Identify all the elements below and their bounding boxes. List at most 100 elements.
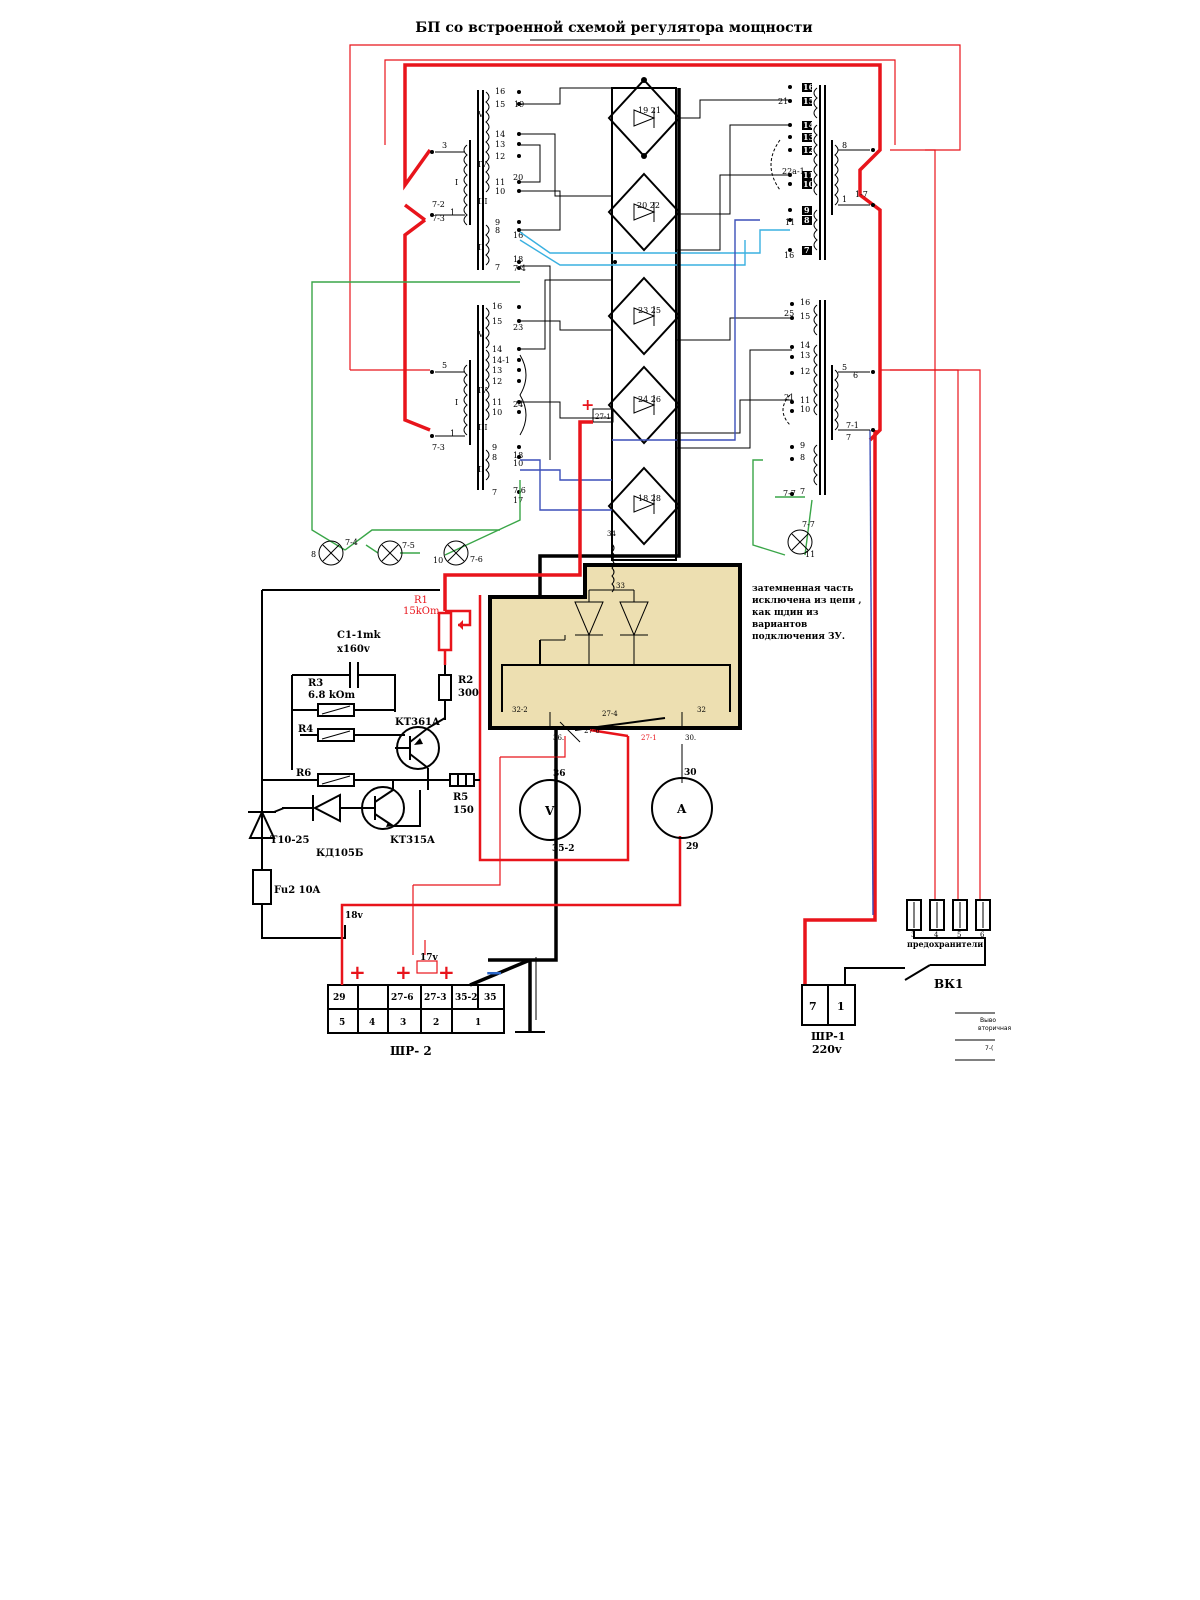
- svg-text:13: 13: [800, 351, 810, 360]
- svg-text:3: 3: [400, 1018, 406, 1028]
- mains-input: 3 4 5 6 предохранители ВК1 7 1 ШР-1 220v: [801, 899, 991, 1056]
- shr1-label: ШР-1: [811, 1030, 845, 1043]
- fuse-block: 3 4 5 6 предохранители: [906, 899, 991, 949]
- secondary-wiring: [519, 87, 792, 511]
- svg-text:9: 9: [800, 441, 805, 450]
- svg-text:KT315A: KT315A: [390, 835, 435, 846]
- svg-text:24 26: 24 26: [638, 395, 661, 404]
- svg-text:5: 5: [442, 361, 447, 370]
- bridge-2: 20 22: [607, 172, 681, 252]
- svg-text:8: 8: [492, 453, 497, 462]
- svg-text:13: 13: [495, 140, 505, 149]
- svg-text:7-5: 7-5: [402, 541, 415, 550]
- corner-legend-stub: Выво вторичная 7-(: [955, 1012, 1012, 1061]
- svg-text:17v: 17v: [420, 953, 439, 963]
- transformer-bottom-right: 16 15 14 13 12 11 10 9 8 7 25 21 7-7 5 6…: [782, 298, 875, 498]
- svg-text:7: 7: [809, 1000, 817, 1013]
- svg-text:23 25: 23 25: [638, 306, 661, 315]
- svg-text:12: 12: [800, 367, 810, 376]
- schematic-title: БП со встроенной схемой регулятора мощно…: [415, 19, 812, 36]
- svg-text:18 28: 18 28: [638, 494, 661, 503]
- r5-resistor: [449, 773, 475, 787]
- svg-text:1-7: 1-7: [855, 190, 868, 199]
- svg-text:II: II: [478, 243, 484, 252]
- svg-text:IV: IV: [478, 386, 487, 395]
- svg-text:18v: 18v: [345, 911, 364, 921]
- svg-text:13: 13: [492, 366, 502, 375]
- svg-text:14: 14: [803, 120, 815, 130]
- svg-text:16: 16: [800, 298, 810, 307]
- svg-text:16: 16: [803, 82, 815, 92]
- plus-mark: +: [395, 960, 412, 984]
- svg-text:27-1: 27-1: [595, 413, 611, 421]
- svg-text:12: 12: [492, 377, 502, 386]
- svg-text:35: 35: [484, 993, 497, 1003]
- svg-text:11: 11: [492, 398, 502, 407]
- excluded-note: затемненная часть исключена из цепи , ка…: [752, 584, 862, 642]
- svg-text:6.8 kOm: 6.8 kOm: [308, 690, 356, 701]
- svg-text:1: 1: [837, 1000, 845, 1013]
- svg-text:7-1: 7-1: [846, 421, 859, 430]
- svg-text:I: I: [455, 178, 458, 187]
- svg-text:R6: R6: [296, 768, 311, 779]
- r2-resistor: [438, 674, 452, 701]
- lamp-7-5: 7-5: [377, 540, 415, 566]
- svg-text:затемненная часть: затемненная часть: [752, 584, 853, 594]
- svg-text:27-6: 27-6: [391, 993, 414, 1003]
- svg-text:22a-1: 22a-1: [782, 167, 805, 176]
- bridge-4: 24 26: [607, 365, 681, 445]
- svg-text:29: 29: [333, 993, 346, 1003]
- svg-text:1: 1: [842, 195, 847, 204]
- power-bus: [261, 88, 681, 1020]
- svg-text:27-3: 27-3: [424, 993, 447, 1003]
- svg-text:9: 9: [804, 205, 810, 215]
- svg-text:5: 5: [339, 1018, 345, 1028]
- svg-text:10: 10: [800, 405, 810, 414]
- svg-text:15: 15: [800, 312, 810, 321]
- bridge-1: 19 21: [607, 77, 681, 159]
- mains-wiring: [349, 44, 981, 985]
- svg-text:15kOm: 15kOm: [403, 606, 440, 617]
- plus-mark: +: [581, 395, 594, 414]
- svg-text:R4: R4: [298, 724, 313, 735]
- svg-text:21: 21: [778, 97, 788, 106]
- transformer-top-right: 16 15 14 13 12 11 10 9 8 7 21 22a-1 16 1…: [770, 82, 875, 260]
- svg-text:подключения ЗУ.: подключения ЗУ.: [752, 632, 845, 642]
- bridge-3: 23 25: [607, 260, 681, 356]
- svg-text:R2: R2: [458, 675, 473, 686]
- svg-text:4: 4: [369, 1018, 375, 1028]
- positive-wiring: [340, 420, 682, 955]
- svg-text:9: 9: [495, 218, 500, 227]
- svg-text:A: A: [676, 802, 687, 816]
- svg-text:7-7: 7-7: [802, 520, 815, 529]
- svg-text:7: 7: [804, 245, 810, 255]
- svg-text:11: 11: [785, 218, 795, 227]
- svg-text:7: 7: [492, 488, 497, 497]
- svg-text:7: 7: [495, 263, 500, 272]
- svg-text:IV: IV: [478, 160, 487, 169]
- svg-text:предохранители: предохранители: [907, 939, 983, 949]
- svg-text:36: 36: [553, 769, 566, 779]
- svg-text:29: 29: [686, 842, 699, 852]
- controller-circuit: R1 15kOm R2 300 C1-1mk x160v R3 6.8 kOm …: [248, 595, 480, 934]
- ammeter: A 30 29: [651, 768, 713, 852]
- svg-text:x160v: x160v: [337, 644, 371, 655]
- svg-text:20: 20: [513, 173, 523, 182]
- svg-text:8: 8: [842, 141, 847, 150]
- svg-text:R3: R3: [308, 678, 323, 689]
- svg-text:11: 11: [805, 550, 815, 559]
- svg-text:9: 9: [492, 443, 497, 452]
- svg-text:III: III: [478, 197, 487, 206]
- svg-text:5: 5: [957, 931, 961, 939]
- meter-switch: 36. 27-6 27-4 27-1 30. V 36 35-2 A 30 29: [519, 710, 713, 854]
- minus-mark: −: [485, 960, 503, 986]
- svg-text:21: 21: [784, 393, 794, 402]
- svg-text:8: 8: [311, 550, 316, 559]
- transformer-bottom-left: 16 15 14 14-1 13 12 11 10 9 8 7 23 24 18…: [430, 302, 527, 505]
- lamp-7-7: 7-7 11: [787, 520, 815, 559]
- svg-text:25: 25: [784, 309, 794, 318]
- r1-potentiometer: [437, 611, 453, 652]
- svg-text:16: 16: [495, 87, 505, 96]
- svg-text:18: 18: [513, 255, 523, 264]
